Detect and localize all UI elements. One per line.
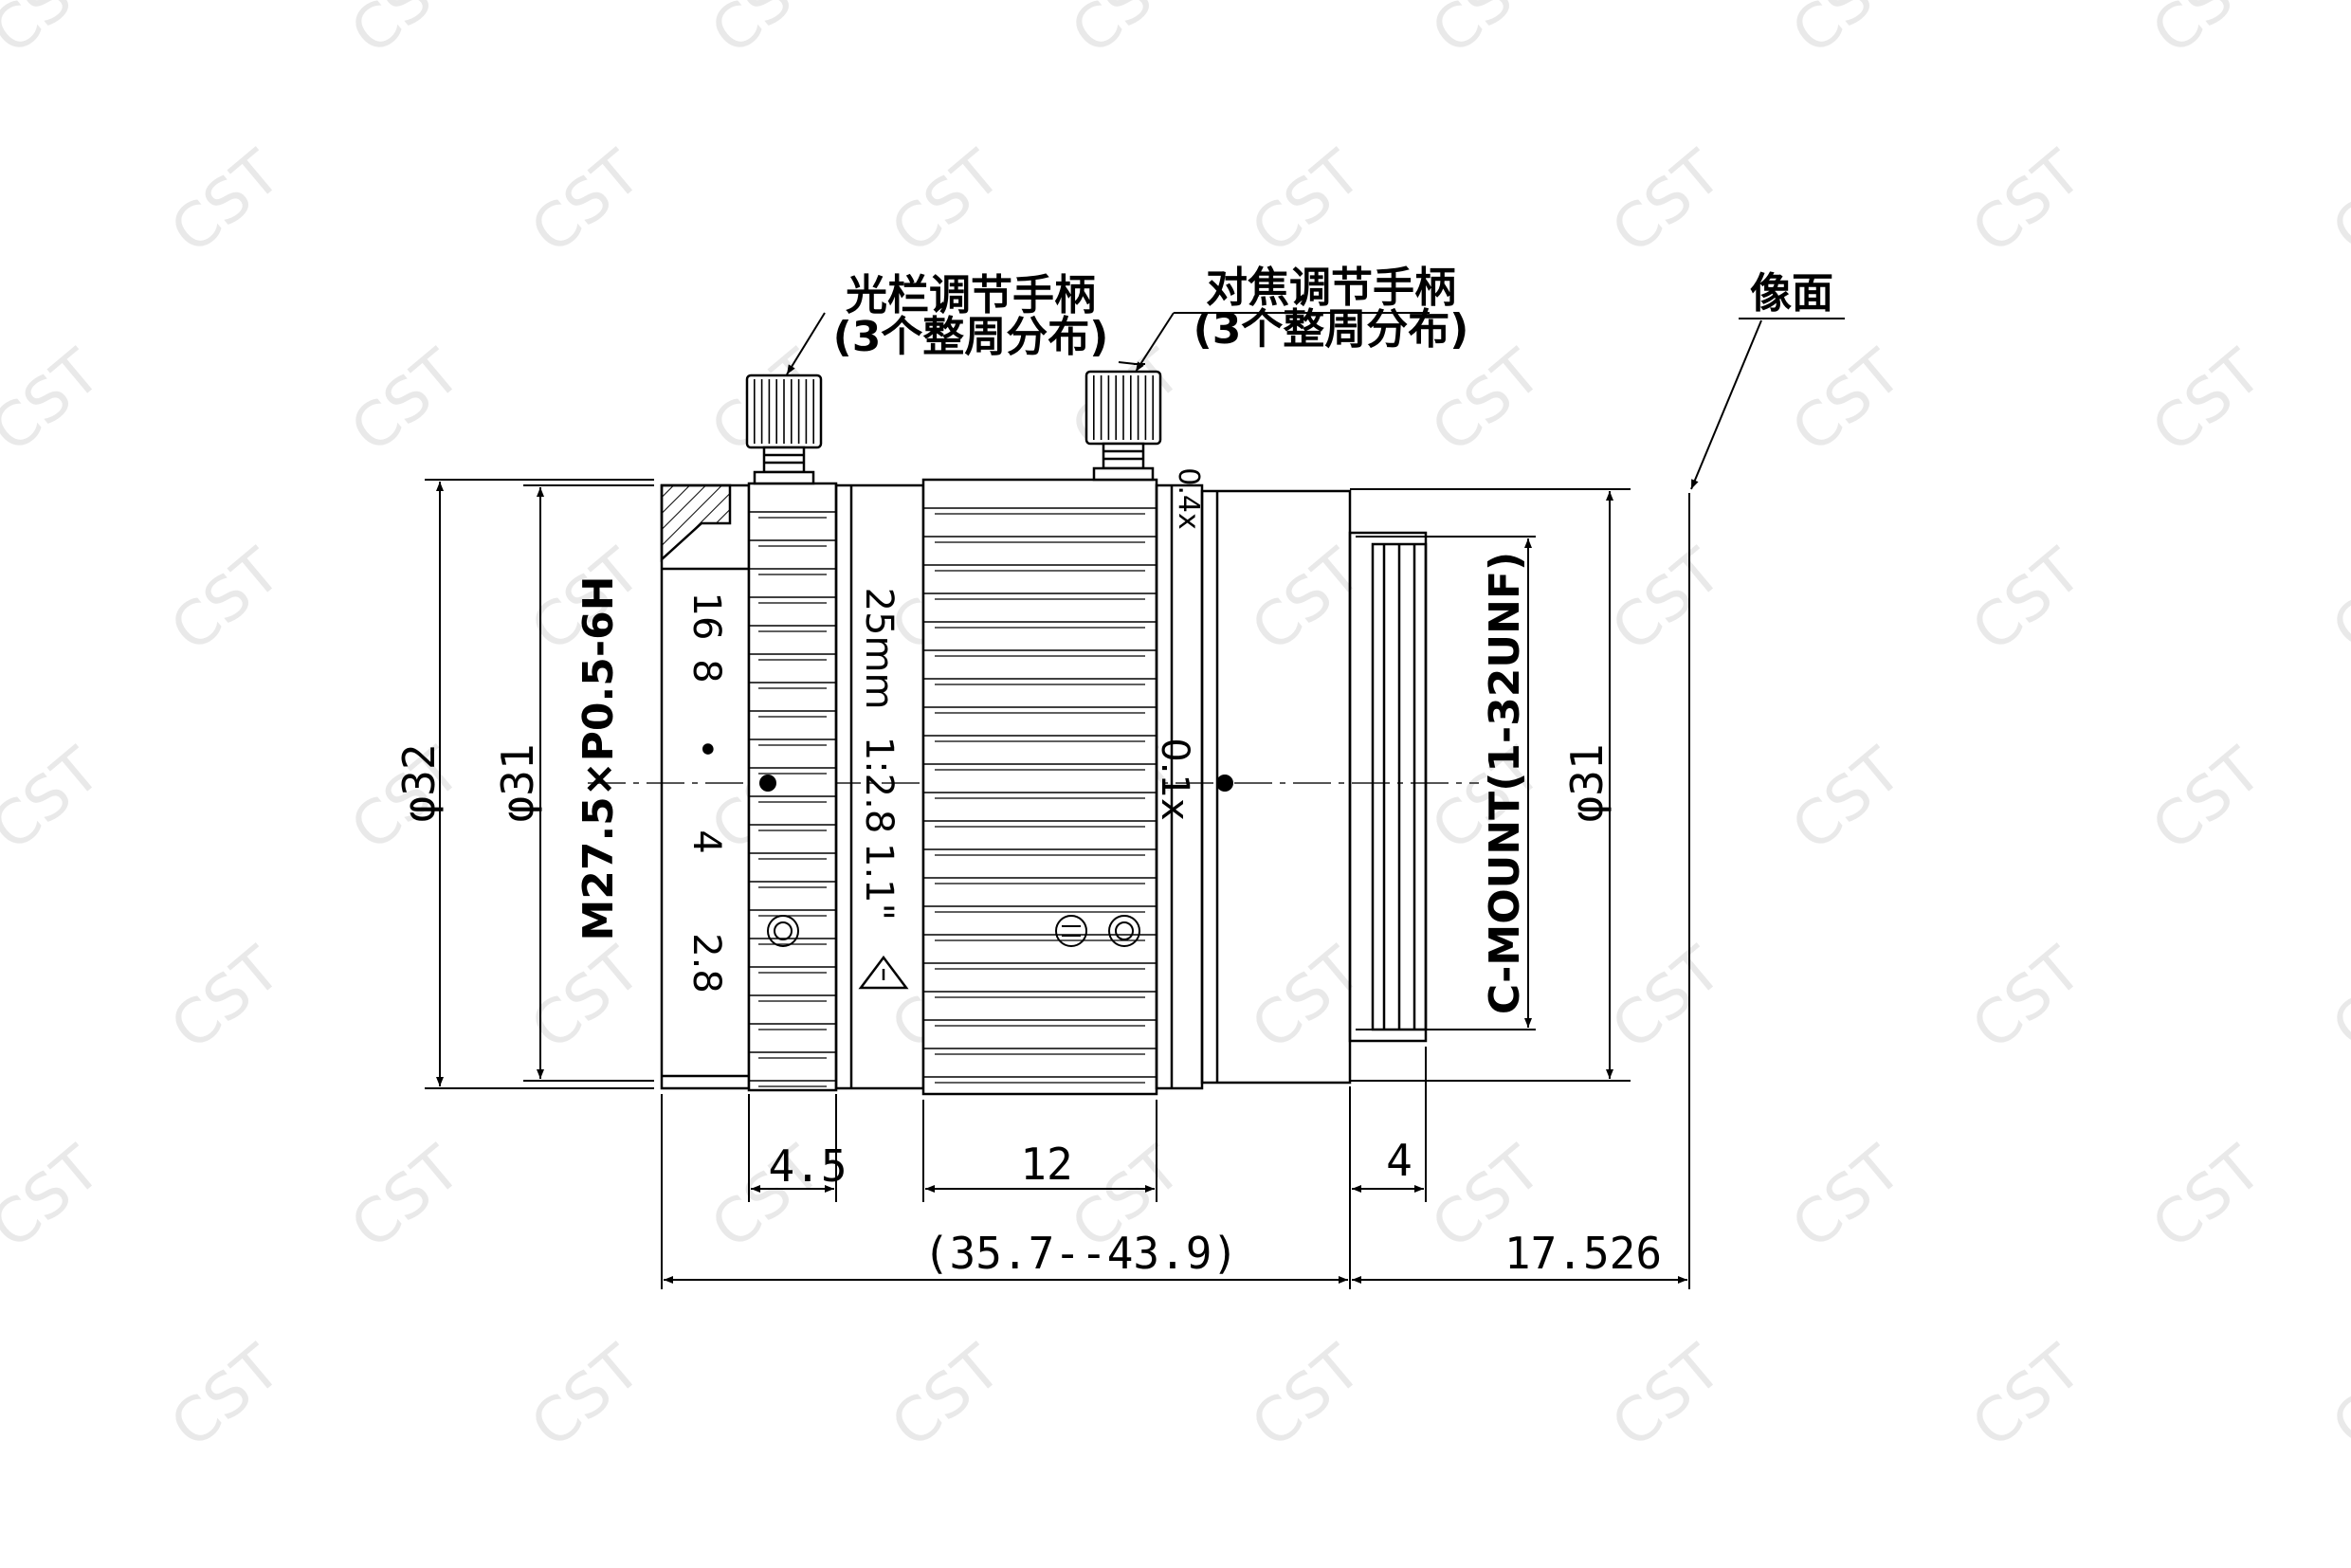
- set-screws: [767, 915, 1140, 947]
- focus-scale: 0.4x 0.1x: [1153, 467, 1205, 820]
- watermark-text: CST: [1239, 536, 1376, 665]
- lens-body: [660, 478, 1428, 1096]
- watermark-text: CST: [519, 934, 655, 1064]
- dim-12: 12: [1020, 1139, 1072, 1190]
- watermark-text: CST: [0, 337, 115, 466]
- watermark-text: CST: [1419, 337, 1556, 466]
- f-stop-8: 8: [684, 659, 728, 683]
- watermark-text: CST: [1779, 735, 1916, 865]
- watermark-text: CST: [338, 0, 475, 68]
- watermark-text: CST: [1419, 0, 1556, 68]
- image-plane-callout: 像面: [1690, 269, 1845, 490]
- watermark-text: CST: [1959, 536, 2096, 665]
- watermark-text: CST: [1959, 137, 2096, 267]
- watermark-text: CST: [1959, 934, 2096, 1064]
- dim-phi31-rear: φ31: [1561, 743, 1613, 822]
- lens-spec-engraving: 25mm 1:2.8 1.1": [857, 588, 901, 921]
- watermark-text: CST: [2320, 1332, 2351, 1462]
- watermark-text: CST: [1779, 0, 1916, 68]
- format-size: 1.1": [857, 843, 901, 921]
- watermark-text: CST: [1599, 934, 1736, 1064]
- focal-length: 25mm: [857, 588, 901, 710]
- watermark-text: CST: [338, 1133, 475, 1263]
- dim-c-mount: C-MOUNT(1-32UNF): [1481, 552, 1529, 1014]
- watermark-text: CST: [1779, 337, 1916, 466]
- watermark-text: CST: [1599, 1332, 1736, 1462]
- aperture-handle-label: 光栏调节手柄: [846, 271, 1096, 319]
- watermark-text: CST: [519, 137, 655, 267]
- watermark-text: CST: [1059, 0, 1195, 68]
- watermark-text: CST: [158, 137, 295, 267]
- aperture-index-dot: [759, 775, 776, 792]
- warning-icon: [858, 955, 909, 990]
- dim-phi32: φ32: [393, 743, 445, 822]
- watermark-text: CST: [2140, 735, 2276, 865]
- dim-filter-thread: M27.5×P0.5-6H: [574, 575, 623, 940]
- focus-index-dot: [1216, 775, 1233, 792]
- focus-mark-0-1x: 0.1x: [1153, 738, 1196, 820]
- watermark-text: CST: [158, 536, 295, 665]
- focus-handle-label: 对焦调节手柄: [1206, 264, 1456, 312]
- aperture-handle-note: (3个整周分布): [833, 313, 1109, 361]
- watermark-text: CST: [2140, 0, 2276, 68]
- dim-phi31-front: φ31: [492, 743, 543, 822]
- f-stop-dot: •: [684, 738, 728, 760]
- watermark-text: CST: [879, 1332, 1015, 1462]
- watermark-text: CST: [2320, 137, 2351, 267]
- f-stop-2-8: 2.8: [684, 933, 728, 994]
- dim-4-5: 4.5: [768, 1140, 847, 1192]
- focus-mark-0-4x: 0.4x: [1172, 467, 1205, 529]
- watermark-text: CST: [1959, 1332, 2096, 1462]
- dim-4: 4: [1386, 1135, 1412, 1186]
- watermark-text: CST: [1599, 137, 1736, 267]
- watermark-text: CST: [1239, 1332, 1376, 1462]
- f-stop-scale: 16 8 • 4 2.8: [684, 593, 728, 994]
- aperture-handle-screw: [745, 374, 823, 485]
- watermark-text: CST: [1239, 137, 1376, 267]
- watermark-text: CST: [1239, 934, 1376, 1064]
- watermark-text: CST: [2140, 1133, 2276, 1263]
- watermark-text: CST: [0, 1133, 115, 1263]
- watermark-text: CST: [158, 1332, 295, 1462]
- focus-handle-screw: [1084, 370, 1162, 482]
- watermark-text: CST: [699, 0, 835, 68]
- image-plane-label: 像面: [1750, 269, 1833, 318]
- f-stop-4: 4: [684, 830, 728, 853]
- watermark-text: CST: [338, 337, 475, 466]
- watermark-text: CST: [0, 735, 115, 865]
- watermark-text: CST: [1599, 536, 1736, 665]
- aperture-handle-callout: 光栏调节手柄 (3个整周分布): [786, 271, 1145, 375]
- f-stop-16: 16: [684, 593, 728, 641]
- focus-handle-callout: 对焦调节手柄 (3个整周分布): [1135, 264, 1468, 373]
- watermark-text: CST: [158, 934, 295, 1064]
- dim-total-length: (35.7--43.9): [923, 1228, 1238, 1279]
- dim-back-focus: 17.526: [1504, 1228, 1662, 1279]
- watermark-text: CST: [1779, 1133, 1916, 1263]
- watermark-text: CST: [2320, 536, 2351, 665]
- watermark-text: CST: [2140, 337, 2276, 466]
- watermark-text: CST: [0, 0, 115, 68]
- watermark-text: CST: [2320, 934, 2351, 1064]
- watermark-text: CST: [879, 137, 1015, 267]
- aperture-ratio: 1:2.8: [857, 737, 901, 834]
- watermark-text: CST: [519, 1332, 655, 1462]
